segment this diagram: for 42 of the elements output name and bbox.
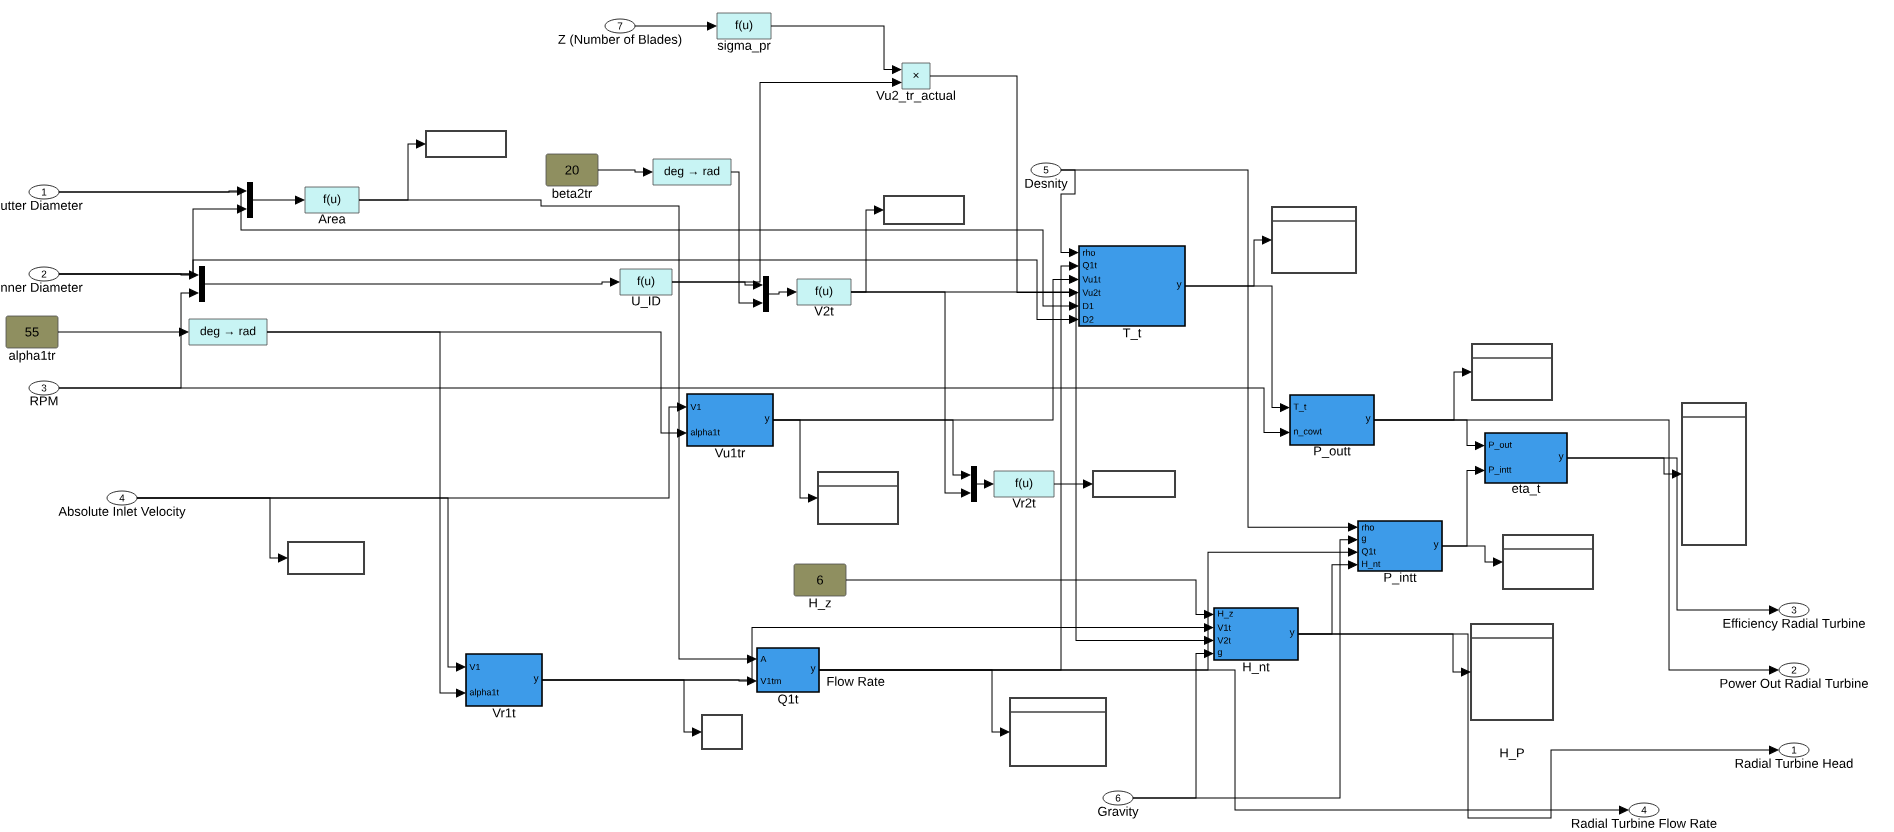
signal-line [845, 579, 1214, 619]
signal-line [1373, 419, 1779, 675]
signal-line [1297, 633, 1779, 819]
display-block [817, 471, 899, 525]
signal-line [266, 331, 466, 698]
signal-line [358, 199, 757, 664]
display-block [1502, 534, 1594, 590]
signal-line [1441, 545, 1503, 567]
signal-line [252, 195, 305, 205]
signal-line [850, 291, 1214, 645]
signal-line [57, 327, 189, 337]
display-block [1471, 343, 1553, 401]
signal-line [597, 167, 653, 177]
display-block [1009, 697, 1107, 767]
signal-line [1566, 457, 1779, 615]
signal-line [1184, 285, 1290, 412]
signal-line [1060, 169, 1358, 532]
display-block [1271, 206, 1357, 274]
signal-line [772, 419, 971, 480]
signal-line [671, 78, 902, 283]
signal-line [768, 287, 797, 297]
display-block [287, 541, 365, 575]
signal-line [730, 171, 763, 308]
signal-line [204, 277, 620, 287]
signal-line [770, 25, 902, 74]
display-block [1681, 402, 1747, 546]
signal-line [58, 259, 1079, 324]
display-block [425, 130, 507, 158]
signal-line [58, 387, 1290, 437]
signal-line [58, 191, 1079, 311]
signal-line [1053, 479, 1093, 489]
display-block [701, 714, 743, 750]
signal-line [818, 669, 1629, 815]
signal-line [1060, 169, 1079, 257]
signal-line [976, 479, 994, 489]
signal-line [136, 497, 466, 672]
display-block [883, 195, 965, 225]
signal-line [1132, 649, 1214, 799]
signal-line [929, 75, 1079, 297]
display-block [1092, 470, 1176, 498]
signal-line [541, 623, 1214, 681]
signal-line [634, 21, 717, 31]
